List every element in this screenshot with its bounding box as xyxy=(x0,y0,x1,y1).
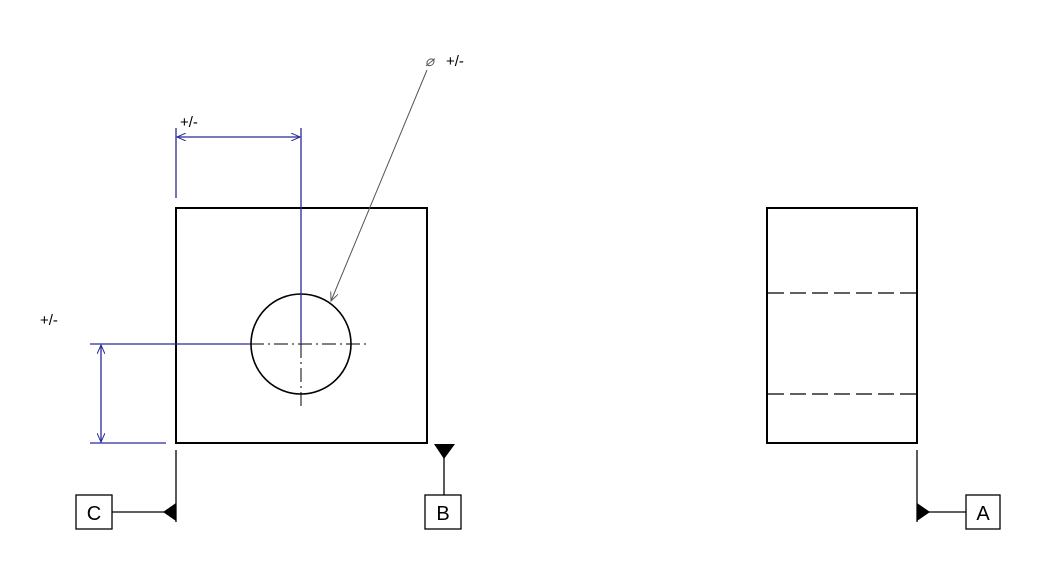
diameter-symbol: ⌀ xyxy=(425,53,436,70)
datum-a-label: A xyxy=(976,503,990,525)
datum-b: B xyxy=(424,444,462,530)
vertical-dimension: +/- xyxy=(40,312,250,444)
vertical-tolerance-label: +/- xyxy=(40,312,58,329)
diameter-tolerance-label: +/- xyxy=(446,53,464,70)
datum-c: C xyxy=(75,450,177,530)
horizontal-dimension: +/- xyxy=(175,114,302,344)
side-view xyxy=(766,207,918,444)
diameter-callout: ⌀ +/- xyxy=(331,53,464,301)
horizontal-tolerance-label: +/- xyxy=(180,114,198,131)
side-view-outline xyxy=(766,207,918,444)
datum-b-label: B xyxy=(436,503,449,525)
datum-a: A xyxy=(916,450,1001,530)
datum-c-label: C xyxy=(87,503,101,525)
